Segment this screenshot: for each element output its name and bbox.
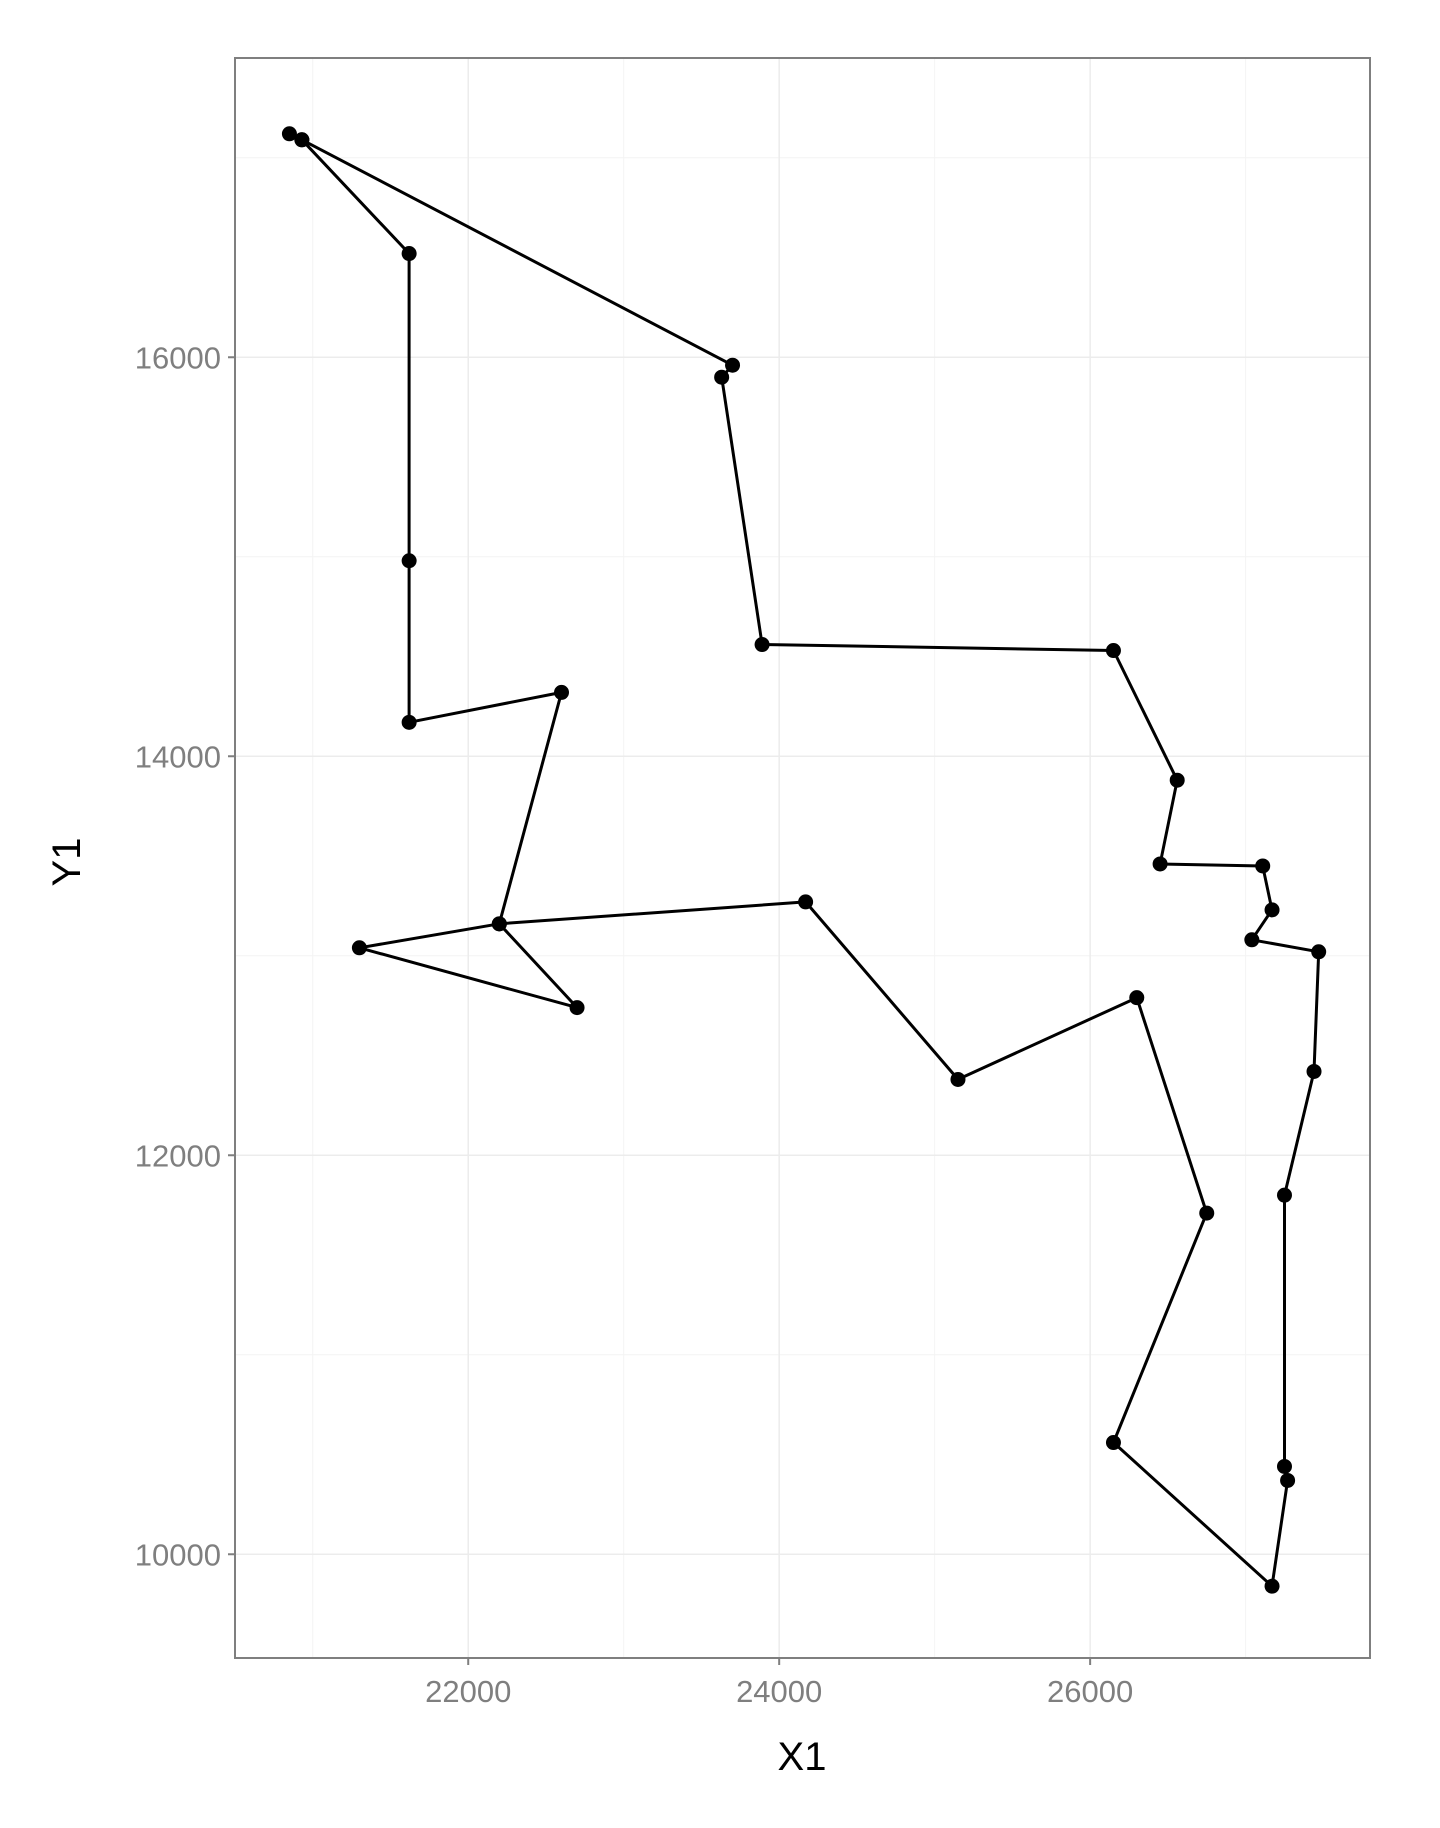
data-point xyxy=(1129,990,1145,1006)
y-axis: 10000 12000 14000 16000 xyxy=(135,340,235,1572)
y-axis-title: Y1 xyxy=(45,838,89,887)
data-point xyxy=(725,357,741,373)
data-point xyxy=(798,894,814,910)
data-point xyxy=(401,246,417,262)
x-axis: 22000 24000 26000 xyxy=(425,1658,1133,1709)
data-point xyxy=(1306,1063,1322,1079)
major-gridlines xyxy=(235,58,1370,1658)
data-point xyxy=(754,637,770,653)
data-point xyxy=(1264,1578,1280,1594)
data-point xyxy=(1169,772,1185,788)
data-point xyxy=(294,132,310,148)
y-tick-label: 10000 xyxy=(135,1537,221,1572)
minor-gridlines xyxy=(235,58,1370,1658)
data-point xyxy=(714,369,730,385)
data-point xyxy=(401,553,417,569)
data-point xyxy=(950,1071,966,1087)
x-tick-label: 24000 xyxy=(736,1674,822,1709)
data-point xyxy=(281,126,297,142)
data-point xyxy=(1264,902,1280,918)
data-point xyxy=(491,916,507,932)
x-axis-title: X1 xyxy=(778,1735,827,1779)
y-tick-label: 16000 xyxy=(135,340,221,375)
data-point xyxy=(569,1000,585,1016)
data-point xyxy=(1276,1458,1292,1474)
data-point xyxy=(1255,858,1271,874)
data-point xyxy=(1199,1205,1215,1221)
data-point xyxy=(1152,856,1168,872)
data-point xyxy=(554,684,570,700)
data-point xyxy=(1105,1435,1121,1451)
series-layer xyxy=(281,126,1327,1594)
data-point xyxy=(1280,1472,1296,1488)
data-point xyxy=(351,940,367,956)
y-tick-label: 14000 xyxy=(135,739,221,774)
y-tick-label: 12000 xyxy=(135,1138,221,1173)
x-tick-label: 26000 xyxy=(1047,1674,1133,1709)
x-tick-label: 22000 xyxy=(425,1674,511,1709)
plot-panel-border xyxy=(234,57,1371,1659)
data-point xyxy=(1311,944,1327,960)
data-point xyxy=(1105,643,1121,659)
plot-panel-background xyxy=(235,58,1370,1658)
data-point xyxy=(1276,1187,1292,1203)
data-point xyxy=(401,714,417,730)
data-point xyxy=(1244,932,1260,948)
